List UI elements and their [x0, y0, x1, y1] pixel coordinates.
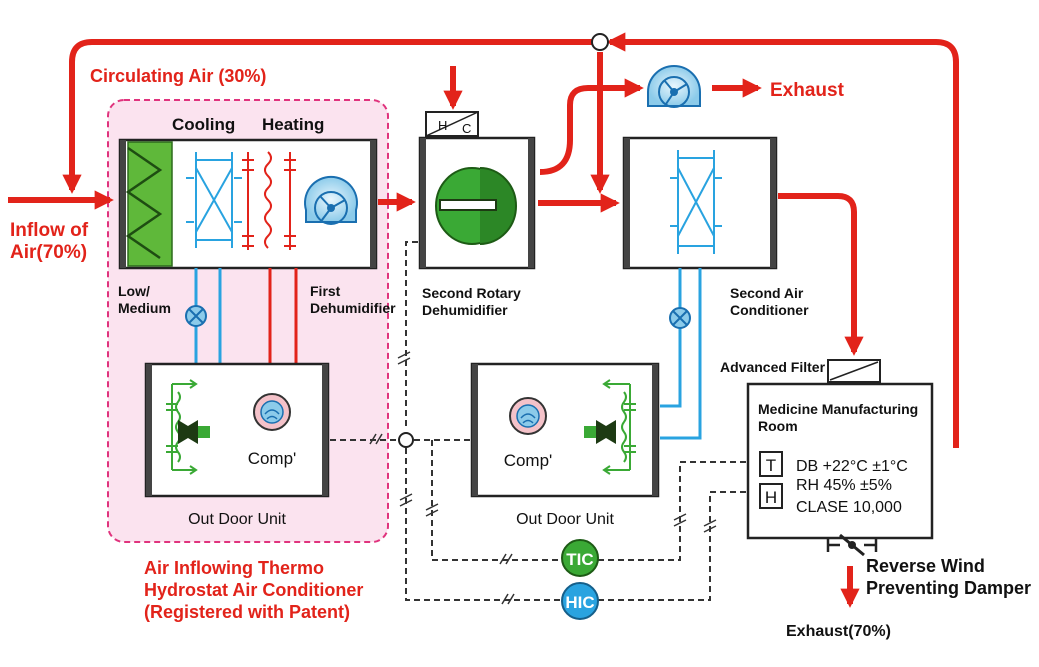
compressor-icon [253, 393, 291, 431]
compressor-label-right: Comp' [504, 451, 553, 470]
cooling-label: Cooling [172, 115, 235, 134]
expansion-valve-icon [584, 420, 616, 444]
first-dehumidifier-label-line1: First [310, 283, 341, 299]
filter-icon [827, 359, 881, 383]
outdoor-unit-left: Comp' [144, 362, 330, 498]
svg-text:HIC: HIC [565, 593, 594, 612]
patent-label-line2: Hydrostat Air Conditioner [144, 580, 363, 600]
second-rotary-label-line1: Second Rotary [422, 285, 521, 301]
expansion-valve-icon [185, 305, 207, 327]
heating-coil [242, 151, 296, 250]
room-label-line1: Medicine Manufacturing [758, 401, 918, 417]
inflow-label-line2: Air(70%) [10, 242, 87, 263]
outdoor-unit-left-label: Out Door Unit [188, 511, 286, 528]
outdoor-unit-right-label: Out Door Unit [516, 511, 614, 528]
low-medium-label-line2: Medium [118, 300, 171, 316]
temperature-sensor: T [766, 456, 776, 475]
second-ac-label-line2: Conditioner [730, 302, 809, 318]
cooling-coil [186, 152, 242, 248]
control-signal-lines [330, 241, 760, 601]
patent-label-line1: Air Inflowing Thermo [144, 558, 324, 578]
air-flow-lines [8, 32, 959, 608]
hic-controller: HIC [561, 582, 599, 620]
first-ahu [118, 138, 378, 270]
exhaust-top-label: Exhaust [770, 80, 845, 101]
signal-ticks [369, 351, 717, 605]
fan-icon [304, 175, 358, 225]
db-spec: DB +22°C ±1°C [796, 458, 908, 475]
exhaust-bottom-label: Exhaust(70%) [786, 623, 891, 640]
heating-label: Heating [262, 115, 324, 134]
damper-label-line2: Preventing Damper [866, 578, 1031, 598]
damper-label-line1: Reverse Wind [866, 556, 985, 576]
compressor-label-left: Comp' [248, 449, 297, 468]
refrigerant-lines-right [660, 268, 702, 440]
room-label-line2: Room [758, 418, 798, 434]
tic-controller: TIC [561, 539, 599, 577]
air-junction-node [591, 33, 609, 51]
expansion-valve-icon [178, 420, 210, 444]
compressor-icon [509, 397, 547, 435]
svg-text:TIC: TIC [566, 550, 593, 569]
hc-switch: H C [425, 111, 479, 137]
fan-icon [647, 65, 701, 108]
outdoor-unit-right: Comp' [470, 362, 660, 498]
signal-junction-node [398, 432, 414, 448]
advanced-filter-label: Advanced Filter [720, 359, 826, 375]
svg-text:H: H [438, 118, 447, 133]
circulating-air-label: Circulating Air (30%) [90, 66, 266, 86]
second-rotary-label-line2: Dehumidifier [422, 302, 508, 318]
damper-icon [826, 533, 878, 557]
second-rotary-dehumidifier: H C [418, 111, 536, 270]
humidity-sensor: H [765, 488, 777, 507]
clase-spec: CLASE 10,000 [796, 499, 902, 516]
second-air-conditioner [622, 136, 778, 270]
low-medium-label-line1: Low/ [118, 283, 150, 299]
second-ac-label-line1: Second Air [730, 285, 804, 301]
patent-label-line3: (Registered with Patent) [144, 602, 350, 622]
svg-text:C: C [462, 121, 471, 136]
first-dehumidifier-label-line2: Dehumidifier [310, 300, 396, 316]
rh-spec: RH 45% ±5% [796, 477, 892, 494]
low-medium-filter [127, 141, 173, 267]
inflow-label-line1: Inflow of [10, 220, 89, 241]
rotary-wheel-icon [435, 167, 517, 245]
expansion-valve-icon [669, 307, 691, 329]
manufacturing-room: T H [746, 359, 934, 557]
